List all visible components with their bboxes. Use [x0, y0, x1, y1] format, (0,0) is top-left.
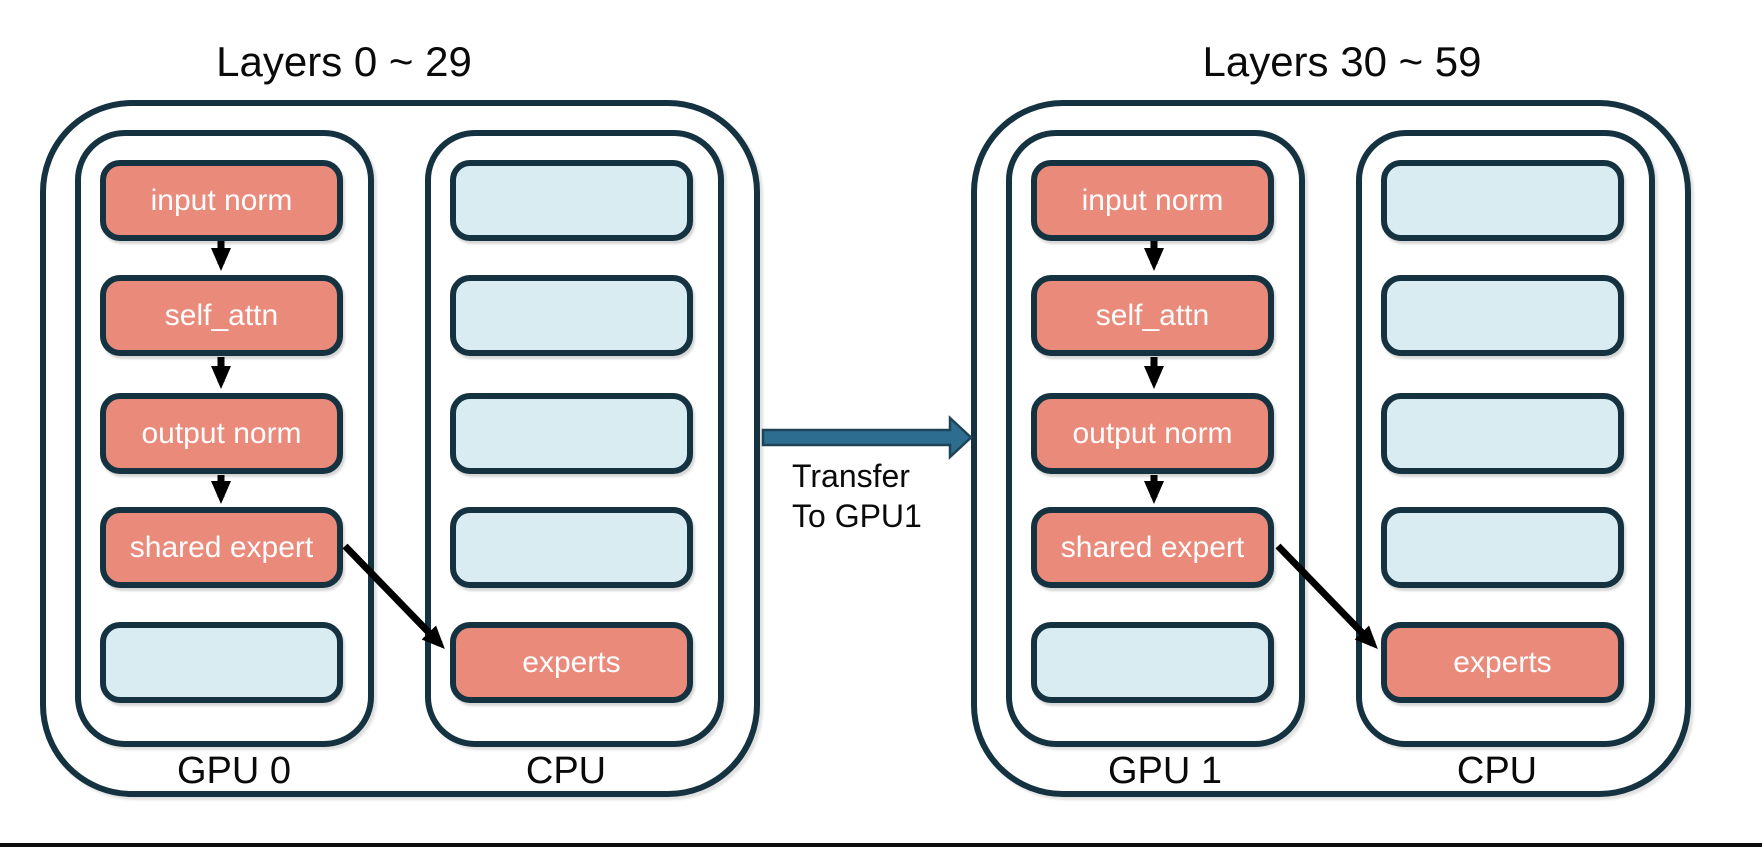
stage-group-1: Layers 30 ~ 59 input norm self_attn outp… [971, 38, 1691, 797]
transfer-caption: Transfer To GPU1 [792, 456, 922, 536]
empty-slot [1381, 507, 1624, 588]
layer-box-self-attn: self_attn [100, 275, 343, 356]
empty-slot [450, 393, 693, 474]
layer-box-input-norm: input norm [100, 160, 343, 241]
stage-group-0: Layers 0 ~ 29 input norm self_attn outpu… [40, 38, 760, 797]
empty-slot [1381, 160, 1624, 241]
empty-slot [450, 507, 693, 588]
group-title: Layers 30 ~ 59 [1202, 38, 1482, 85]
layer-box-output-norm: output norm [100, 393, 343, 474]
layer-box-experts: experts [1381, 622, 1624, 703]
gpu-label: GPU 0 [176, 750, 292, 792]
layer-box-self-attn: self_attn [1031, 275, 1274, 356]
transfer-arrow-icon [761, 415, 973, 460]
transfer-caption-line1: Transfer [792, 458, 910, 494]
empty-slot [100, 622, 343, 703]
empty-slot [450, 275, 693, 356]
gpu-label: GPU 1 [1107, 750, 1223, 792]
layer-box-output-norm: output norm [1031, 393, 1274, 474]
transfer-caption-line2: To GPU1 [792, 498, 922, 534]
layer-box-shared-expert: shared expert [100, 507, 343, 588]
cpu-label: CPU [525, 750, 607, 792]
layer-box-experts: experts [450, 622, 693, 703]
empty-slot [1031, 622, 1274, 703]
layer-box-shared-expert: shared expert [1031, 507, 1274, 588]
cpu-label: CPU [1456, 750, 1538, 792]
group-title: Layers 0 ~ 29 [216, 38, 472, 85]
empty-slot [450, 160, 693, 241]
empty-slot [1381, 275, 1624, 356]
bottom-border-line [0, 843, 1762, 847]
layer-box-input-norm: input norm [1031, 160, 1274, 241]
empty-slot [1381, 393, 1624, 474]
